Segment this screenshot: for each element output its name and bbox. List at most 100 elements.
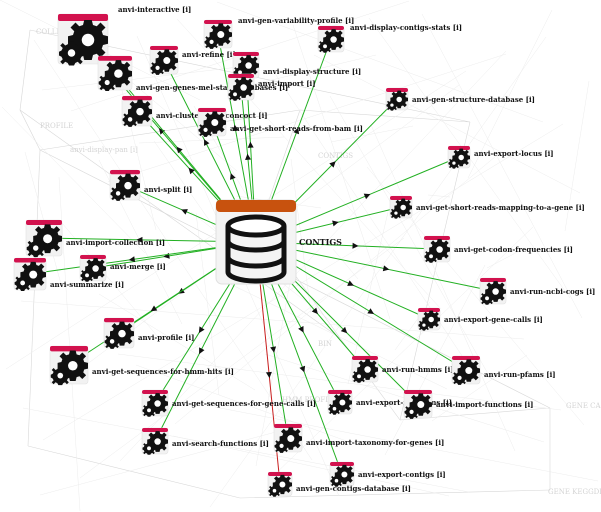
gear-icon (204, 35, 219, 49)
gear-icon (424, 250, 438, 263)
program-card-header (142, 428, 168, 432)
background-edge (271, 226, 534, 478)
program-node[interactable]: anvi-get-sequences-for-hmm-hits [i] (49, 345, 234, 386)
program-node[interactable]: anvi-merge [i] (79, 254, 166, 282)
gear-icon (122, 112, 138, 127)
program-node[interactable]: anvi-import-taxonomy-for-genes [i] (273, 423, 444, 453)
program-label: anvi-export-locus [i] (474, 149, 554, 158)
program-card-header (26, 220, 62, 226)
background-edge (138, 136, 285, 144)
program-node[interactable]: anvi-display-contigs-stats [i] (317, 23, 462, 53)
background-edge (214, 406, 599, 482)
contigs-database-node[interactable]: CONTIGS (215, 199, 342, 285)
program-label: anvi-run-hmms [i] (382, 365, 454, 374)
background-label: GENE KEGGDEPTH (548, 488, 601, 496)
background-edge (216, 1, 544, 123)
program-node[interactable]: anvi-split [i] (109, 169, 192, 201)
program-card-header (328, 390, 352, 394)
program-label: anvi-profile [i] (138, 333, 194, 342)
edge-arrow (230, 173, 236, 180)
background-edge (299, 109, 471, 123)
background-label: anvi-display-pan [i] (70, 146, 138, 154)
program-card-header (330, 462, 354, 466)
program-card-header (142, 390, 168, 394)
background-edge (22, 407, 470, 493)
background-edge (98, 293, 256, 391)
program-node[interactable]: anvi-export-gene-calls [i] (417, 307, 543, 331)
background-edge (239, 489, 551, 499)
gear-icon (198, 123, 213, 137)
background-edge (39, 109, 301, 151)
gear-icon (318, 40, 332, 53)
background-edge (290, 158, 312, 314)
program-node[interactable]: anvi-refine [i] (149, 45, 236, 75)
edge-arrow (198, 326, 205, 334)
program-node[interactable]: anvi-search-functions [i] (141, 427, 269, 455)
gear-icon (328, 403, 341, 415)
program-node[interactable]: anvi-cluster-with-concoct [i] (121, 95, 268, 127)
program-label: anvi-split [i] (144, 185, 192, 194)
program-label: anvi-summarize [i] (50, 280, 124, 289)
program-card-header (352, 356, 378, 360)
program-card-header (452, 356, 480, 360)
program-card-header (98, 56, 132, 61)
edge-arrow (232, 124, 239, 132)
background-edge (58, 176, 81, 512)
program-node[interactable]: anvi-gen-contigs-database [i] (267, 471, 411, 497)
program-node[interactable]: anvi-run-pfams [i] (451, 355, 556, 385)
program-node[interactable]: anvi-run-hmms [i] (351, 355, 454, 383)
program-label: anvi-get-sequences-for-hmm-hits [i] (92, 367, 234, 376)
program-label: anvi-get-sequences-for-gene-calls [i] (172, 399, 316, 408)
program-node[interactable]: anvi-gen-genes-mel-stats-databases [i] (97, 55, 288, 92)
program-node[interactable]: anvi-get-codon-frequencies [i] (423, 235, 573, 263)
program-node[interactable]: anvi-import-collection [i] (25, 219, 165, 258)
program-node[interactable]: anvi-get-short-reads-from-bam [i] (197, 107, 363, 137)
program-label: anvi-run-ncbi-cogs [i] (510, 287, 595, 296)
background-edge (486, 247, 526, 269)
program-node[interactable]: anvi-run-ncbi-cogs [i] (479, 277, 595, 305)
program-label: anvi-gen-contigs-database [i] (296, 484, 411, 493)
program-label: anvi-gen-variability-profile [i] (238, 16, 354, 25)
program-card-header (14, 258, 46, 263)
program-label: anvi-import-collection [i] (66, 238, 165, 247)
program-label: anvi-export-gene-calls [i] (444, 315, 543, 324)
background-edge (399, 121, 471, 421)
background-edge (39, 424, 303, 496)
background-edge (20, 300, 525, 340)
program-node[interactable]: anvi-gen-structure-database [i] (385, 87, 535, 111)
program-node[interactable]: anvi-gen-variability-profile [i] (203, 16, 354, 49)
program-node[interactable]: anvi-import [i] (227, 73, 316, 101)
gear-icon (404, 405, 419, 419)
background-edge (33, 39, 313, 461)
program-card-header (480, 278, 506, 282)
program-node[interactable]: anvi-get-short-reads-mapping-to-a-gene [… (389, 195, 585, 219)
gear-icon (418, 320, 430, 331)
gear-icon (386, 100, 398, 111)
program-node[interactable]: anvi-display-structure [i] (232, 51, 361, 79)
background-edge (27, 149, 41, 447)
program-node[interactable]: anvi-export-contigs [i] (329, 461, 446, 487)
background-edge (347, 211, 389, 385)
program-label: anvi-search-functions [i] (172, 439, 269, 448)
background-edge (209, 36, 547, 508)
edge-arrow (247, 141, 254, 148)
background-edge (135, 364, 353, 444)
background-edge (467, 9, 553, 179)
edge-arrow (204, 139, 210, 146)
program-node[interactable]: anvi-import-functions [i] (403, 389, 533, 419)
background-edge (273, 71, 479, 381)
background-edge (329, 95, 488, 373)
program-node[interactable]: anvi-interactive [i] (57, 5, 191, 66)
gear-icon (59, 41, 84, 66)
program-node[interactable]: anvi-summarize [i] (13, 257, 124, 291)
program-card-header (50, 346, 88, 352)
program-label: anvi-import [i] (258, 79, 316, 88)
program-card-header (390, 196, 412, 200)
program-card-header (198, 108, 226, 112)
program-node[interactable]: anvi-export-locus [i] (447, 145, 554, 169)
program-node[interactable]: anvi-get-sequences-for-gene-calls [i] (141, 389, 316, 417)
background-label: HMM PROFILE (282, 396, 338, 404)
program-node[interactable]: anvi-profile [i] (103, 317, 194, 349)
background-edge (233, 54, 377, 90)
